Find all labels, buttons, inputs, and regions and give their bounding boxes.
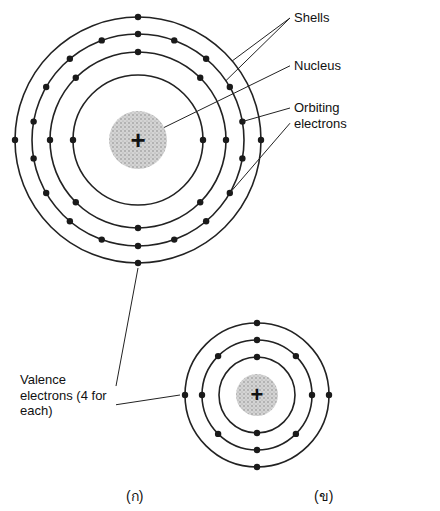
electron-dot — [171, 37, 177, 43]
electron-shell — [185, 323, 329, 467]
electron-dot — [99, 236, 105, 242]
electron-dot — [43, 84, 49, 90]
electron-dot — [215, 431, 221, 437]
electron-dot — [99, 37, 105, 43]
atom-shells — [12, 14, 264, 266]
part-label: Valence electrons (4 for each) — [20, 372, 112, 419]
electron-dot — [135, 31, 141, 37]
electron-dot — [293, 353, 299, 359]
electron-dot — [309, 392, 315, 398]
electron-dot — [203, 218, 209, 224]
electron-dot — [254, 447, 260, 453]
electron-dot — [47, 137, 53, 143]
electron-shell — [32, 34, 244, 246]
electron-dot — [197, 75, 203, 81]
electron-dot — [203, 56, 209, 62]
electron-dot — [199, 392, 205, 398]
electron-dot — [254, 464, 260, 470]
charge-sign: + — [108, 110, 168, 170]
electron-shell — [219, 357, 295, 433]
figure-caption: (ข) — [314, 488, 333, 505]
electron-dot — [135, 243, 141, 249]
part-label: Shells — [294, 10, 329, 26]
electron-dot — [171, 236, 177, 242]
leader-line — [226, 18, 290, 81]
electron-shell — [50, 52, 226, 228]
electron-dot — [12, 137, 18, 143]
electron-dot — [135, 225, 141, 231]
nucleus-fill — [236, 374, 278, 416]
leader-line — [230, 123, 290, 193]
leader-line — [163, 66, 290, 128]
charge-sign: + — [235, 373, 279, 417]
electron-dot — [197, 199, 203, 205]
electron-dot — [223, 137, 229, 143]
electron-dot — [70, 137, 76, 143]
part-label: Orbiting electrons — [294, 100, 374, 131]
part-label: Nucleus — [294, 58, 341, 74]
electron-dot — [135, 260, 141, 266]
electron-dot — [43, 190, 49, 196]
electron-dot — [67, 218, 73, 224]
electron-dot — [30, 118, 36, 124]
electron-dot — [30, 155, 36, 161]
electron-dot — [326, 392, 332, 398]
electron-dot — [254, 354, 260, 360]
electron-dot — [73, 75, 79, 81]
atom-shells — [182, 320, 332, 470]
electron-dot — [73, 199, 79, 205]
leader-line — [116, 395, 180, 405]
electron-dot — [239, 155, 245, 161]
leader-line — [116, 268, 138, 386]
electron-shell — [202, 340, 312, 450]
electron-dot — [239, 118, 245, 124]
electron-shell — [15, 17, 261, 263]
leader-line — [242, 108, 290, 122]
electron-dot — [254, 337, 260, 343]
electron-dot — [200, 137, 206, 143]
nucleus: + — [235, 373, 279, 417]
electron-shell — [73, 75, 203, 205]
electron-dot — [67, 56, 73, 62]
leader-line — [232, 18, 290, 61]
nucleus: + — [108, 110, 168, 170]
electron-dot — [293, 431, 299, 437]
electron-dot — [135, 49, 141, 55]
electron-dot — [254, 320, 260, 326]
electron-dot — [215, 353, 221, 359]
figure-caption: (ก) — [126, 488, 143, 505]
electron-dot — [227, 84, 233, 90]
electron-dot — [254, 430, 260, 436]
nucleus-fill — [109, 111, 167, 169]
electron-dot — [182, 392, 188, 398]
electron-dot — [135, 14, 141, 20]
electron-dot — [258, 137, 264, 143]
